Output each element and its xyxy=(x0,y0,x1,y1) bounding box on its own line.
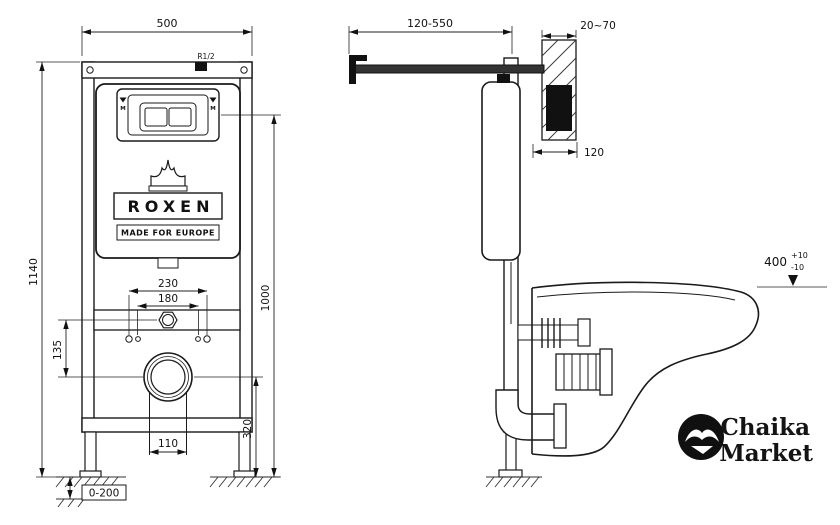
brand-subtitle-label: MADE FOR EUROPE xyxy=(121,229,215,238)
dim-135-label: 135 xyxy=(52,340,64,360)
feet-range-label: 0-200 xyxy=(89,488,120,500)
wall-section xyxy=(541,39,577,141)
dim-110-label: 110 xyxy=(158,438,178,450)
frame-bottom-bar xyxy=(81,417,253,433)
bowl-connectors xyxy=(517,318,613,396)
brand-box xyxy=(113,192,223,220)
bolt-hole-180-left xyxy=(135,336,141,342)
side-foot xyxy=(498,469,523,478)
mould-arrow-icon xyxy=(119,97,127,103)
waste-elbow xyxy=(495,389,557,441)
waste-outlet-mid xyxy=(147,356,189,398)
flush-button-right xyxy=(168,107,192,127)
plate-mark-left: M xyxy=(120,106,125,112)
dim-180-label: 180 xyxy=(158,293,178,305)
frame-lower-details xyxy=(93,257,241,455)
left-leg xyxy=(84,431,97,473)
dim-230-label: 230 xyxy=(158,278,178,290)
lotus-crown-base xyxy=(148,185,188,192)
side-dimensions: 120-550 20~70 120 400 +10 -10 xyxy=(348,17,827,288)
front-dimensions: 500 1140 R1/2 230 180 1000 320 1 xyxy=(27,17,281,501)
inlet-hole xyxy=(162,314,174,326)
front-view: M M ROXEN MADE FOR EUROPE xyxy=(27,17,281,508)
plate-mark-right: M xyxy=(210,106,215,112)
water-inlet-fitting xyxy=(195,62,207,71)
dim-120-label: 120 xyxy=(584,147,604,159)
cistern-side xyxy=(481,81,521,261)
mould-arrow-icon xyxy=(209,97,217,103)
dim-500-label: 500 xyxy=(157,17,178,30)
dim-20-70-label: 20~70 xyxy=(580,20,616,32)
corner-bolt xyxy=(240,66,248,74)
ground-hatching-side xyxy=(485,476,542,488)
frame-left-rail xyxy=(81,61,95,433)
brand-label: ROXEN xyxy=(127,197,214,216)
flush-button-left xyxy=(144,107,168,127)
bolt-hole-230-right xyxy=(203,335,211,343)
ground-hatching-right xyxy=(209,476,280,488)
logo-name-line1: Chaika xyxy=(720,414,810,441)
brand-subtitle-box xyxy=(116,224,220,241)
level-arrow-icon xyxy=(788,275,798,286)
dim-1000-label: 1000 xyxy=(260,285,272,312)
waste-elbow-flange xyxy=(553,403,567,449)
bracket-angle xyxy=(349,55,367,84)
bolt-hole-180-right xyxy=(195,336,201,342)
wall-anchor-block xyxy=(546,85,572,131)
frame-top-bar xyxy=(81,61,253,79)
flush-pipe-flange xyxy=(577,318,591,347)
corner-bolt xyxy=(86,66,94,74)
thread-label: R1/2 xyxy=(197,52,215,61)
left-foot xyxy=(79,470,102,478)
flush-pipe-stub xyxy=(157,257,179,269)
dim-400-minus-label: -10 xyxy=(791,263,804,272)
bolt-hole-230-left xyxy=(125,335,133,343)
toilet-bowl-profile xyxy=(531,281,760,457)
seagull-body xyxy=(691,446,713,454)
right-foot xyxy=(233,470,256,478)
mounting-frame-front xyxy=(79,61,256,478)
brand-block: ROXEN MADE FOR EUROPE xyxy=(113,159,223,241)
dim-1140-label: 1140 xyxy=(27,258,40,286)
waste-connector-flange xyxy=(599,348,613,396)
waste-outlet-inner xyxy=(150,359,186,395)
bowl-rim-line xyxy=(536,291,736,301)
feet-range-box xyxy=(81,484,127,501)
dim-400-plus-label: +10 xyxy=(791,251,808,260)
chaika-market-logo: Chaika Market xyxy=(678,414,813,467)
logo-name-line2: Market xyxy=(719,440,813,467)
cistern-valve-stub xyxy=(497,74,510,83)
bowl-outline xyxy=(531,281,760,457)
bracket-rod xyxy=(353,64,545,74)
side-view: 120-550 20~70 120 400 +10 -10 xyxy=(348,17,827,488)
dim-400-label: 400 xyxy=(764,255,787,269)
flush-pipe-side xyxy=(517,324,583,341)
wall-bracket xyxy=(349,55,545,84)
dim-120-550-label: 120-550 xyxy=(407,17,453,30)
frame-right-rail xyxy=(239,61,253,433)
lotus-crown-icon xyxy=(150,159,186,187)
dim-320-label: 320 xyxy=(242,419,254,439)
flush-plate: M M xyxy=(116,88,220,142)
seagull-icon xyxy=(685,429,719,442)
